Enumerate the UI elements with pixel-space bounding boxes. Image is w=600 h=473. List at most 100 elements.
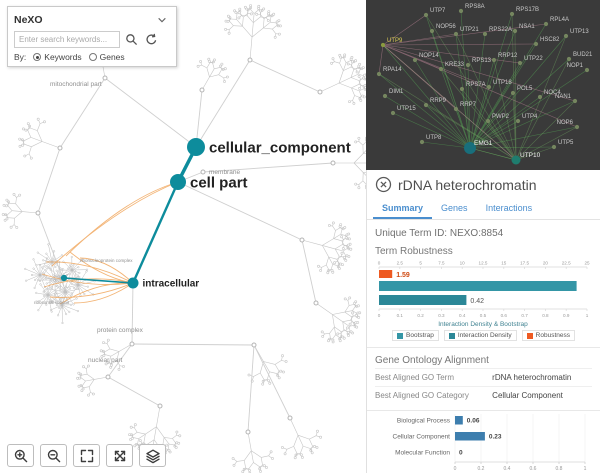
radio-genes[interactable]: Genes	[88, 52, 125, 62]
svg-text:2.5: 2.5	[397, 261, 404, 266]
svg-text:HSC82: HSC82	[540, 37, 560, 43]
svg-text:KRE33: KRE33	[445, 62, 465, 68]
zoom-in-button[interactable]	[7, 444, 34, 467]
svg-text:Interaction Density & Bootstra: Interaction Density & Bootstrap	[438, 321, 528, 328]
svg-text:12.5: 12.5	[479, 261, 488, 266]
svg-text:10: 10	[460, 261, 466, 266]
svg-text:0.5: 0.5	[480, 313, 487, 318]
svg-text:UTP5: UTP5	[558, 140, 574, 146]
svg-text:RPS8A: RPS8A	[465, 4, 485, 10]
zoom-out-button[interactable]	[40, 444, 67, 467]
svg-text:NOP56: NOP56	[436, 24, 456, 30]
legend-robustness: Robustness	[521, 330, 575, 341]
svg-text:0.6: 0.6	[501, 313, 508, 318]
search-panel: NeXO By:	[7, 6, 177, 67]
layers-button[interactable]	[139, 444, 166, 467]
collapse-panel-button[interactable]	[153, 11, 170, 28]
svg-text:BUD21: BUD21	[573, 52, 593, 58]
fit-to-screen-button[interactable]	[73, 444, 100, 467]
unique-term-label: Unique Term ID:	[375, 228, 448, 239]
search-button[interactable]	[123, 31, 140, 48]
svg-text:RPS22A: RPS22A	[489, 27, 512, 33]
svg-text:0: 0	[459, 450, 463, 457]
svg-text:RPS17B: RPS17B	[516, 7, 539, 13]
svg-text:RRP12: RRP12	[498, 53, 518, 59]
tab-interactions[interactable]: Interactions	[485, 203, 533, 213]
go-alignment-heading: Gene Ontology Alignment	[375, 355, 489, 366]
zoom-in-icon	[14, 449, 27, 462]
svg-text:intracellular: intracellular	[143, 279, 200, 290]
tab-genes[interactable]: Genes	[441, 203, 468, 213]
divider	[367, 410, 600, 411]
svg-text:17.5: 17.5	[520, 261, 529, 266]
search-input[interactable]	[14, 31, 120, 48]
svg-text:EMG1: EMG1	[474, 140, 493, 147]
bootstrap-swatch	[397, 332, 403, 339]
svg-text:NOP1: NOP1	[567, 63, 584, 69]
svg-text:NAN1: NAN1	[555, 94, 572, 100]
chevron-down-icon	[157, 17, 166, 22]
svg-text:RPS13: RPS13	[472, 58, 492, 64]
alignment-row-term: Best Aligned GO Term rDNA heterochromati…	[375, 368, 592, 386]
svg-text:UTP7: UTP7	[430, 8, 446, 14]
svg-text:cellular_component: cellular_component	[209, 139, 351, 156]
svg-text:RRP7: RRP7	[460, 102, 477, 108]
selected-nodes[interactable]	[60, 138, 205, 289]
tree-branches	[1, 4, 366, 473]
reset-button[interactable]	[143, 31, 160, 48]
svg-text:0: 0	[378, 261, 381, 266]
svg-text:1.59: 1.59	[396, 272, 410, 279]
svg-text:0.8: 0.8	[556, 466, 563, 472]
unique-term-id: Unique Term ID: NEXO:8854	[375, 228, 592, 239]
layers-icon	[145, 449, 160, 463]
svg-text:RRP9: RRP9	[430, 98, 447, 104]
svg-text:0.3: 0.3	[438, 313, 445, 318]
legend-robustness-label: Robustness	[535, 332, 570, 339]
svg-text:0.2: 0.2	[478, 466, 485, 472]
alignment-category-value: Cellular Component	[492, 391, 563, 400]
tree-backbone	[37, 59, 334, 433]
svg-text:0.06: 0.06	[467, 418, 480, 425]
svg-text:DIM1: DIM1	[389, 89, 404, 95]
network-nodes[interactable]	[376, 8, 590, 165]
svg-text:UTP22: UTP22	[524, 56, 543, 62]
radio-keywords[interactable]: Keywords	[33, 52, 82, 62]
svg-text:0: 0	[454, 466, 457, 472]
svg-text:NOP6: NOP6	[557, 120, 574, 126]
svg-text:25: 25	[584, 261, 590, 266]
svg-text:1: 1	[586, 313, 589, 318]
svg-text:RPS7A: RPS7A	[466, 82, 486, 88]
svg-text:RPA14: RPA14	[383, 67, 402, 73]
close-details-button[interactable]	[375, 176, 392, 193]
alignment-term-value: rDNA heterochromatin	[492, 373, 572, 382]
interaction-density-swatch	[448, 332, 455, 339]
legend-bootstrap-label: Bootstrap	[406, 332, 434, 339]
alignment-term-label: Best Aligned GO Term	[375, 373, 454, 382]
radio-keywords-circle	[33, 53, 42, 61]
tab-summary[interactable]: Summary	[373, 200, 433, 219]
svg-text:UTP10: UTP10	[520, 152, 541, 159]
svg-text:1: 1	[584, 466, 587, 472]
svg-text:UTP21: UTP21	[460, 27, 479, 33]
svg-text:7.5: 7.5	[438, 261, 445, 266]
svg-text:0.8: 0.8	[542, 313, 549, 318]
svg-text:UTP13: UTP13	[570, 29, 589, 35]
svg-text:nuclear part: nuclear part	[88, 357, 123, 364]
tree-junction-nodes[interactable]	[35, 57, 336, 435]
canvas-toolbar	[7, 444, 166, 467]
radio-genes-label: Genes	[99, 52, 125, 62]
svg-text:5: 5	[419, 261, 422, 266]
network-edges-secondary	[378, 13, 578, 161]
svg-text:0.4: 0.4	[459, 313, 466, 318]
svg-text:mitochondrial part: mitochondrial part	[50, 81, 102, 88]
svg-text:0.2: 0.2	[417, 313, 424, 318]
expand-collapse-button[interactable]	[106, 444, 133, 467]
